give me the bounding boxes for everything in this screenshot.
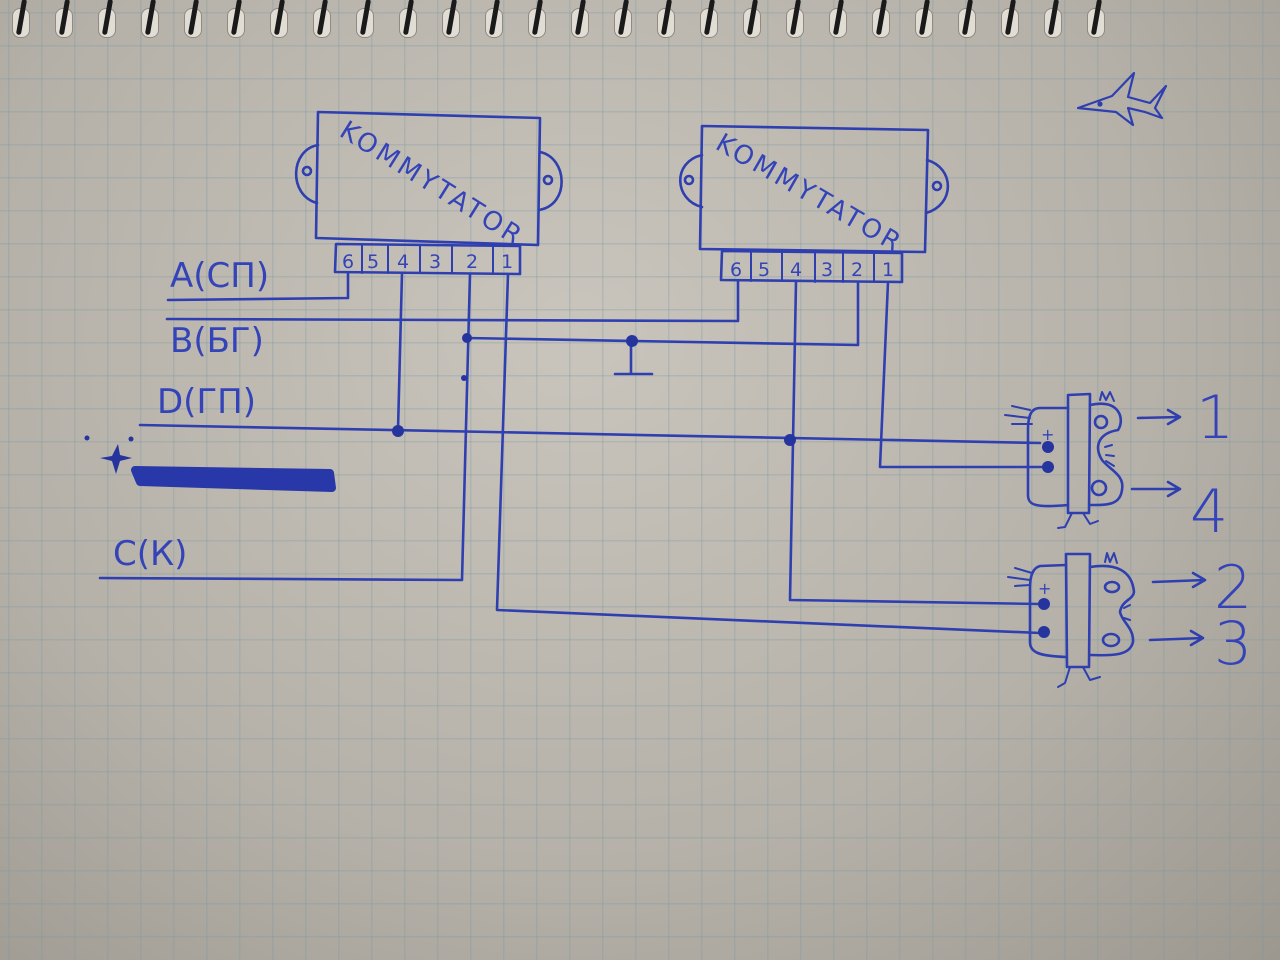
commutator-right: KOMMYTATOR 6 5 4 3 2 1 [678, 124, 950, 284]
right-pin-1: 1 [882, 259, 894, 281]
spiral-ring [872, 8, 890, 38]
shark-doodle-icon [1076, 71, 1168, 127]
star-sparkle-icon [100, 444, 132, 474]
spiral-ring [55, 8, 73, 38]
right-pin-6: 6 [730, 259, 742, 281]
plus-terminal-label: + [1041, 425, 1054, 444]
junction-node [462, 333, 472, 343]
line-a-label: A(СП) [170, 256, 269, 296]
left-pin-5: 5 [367, 251, 379, 273]
spiral-ring [12, 8, 30, 38]
plus-terminal-label: + [1038, 579, 1051, 598]
spiral-ring [1087, 8, 1105, 38]
right-pin-4: 4 [790, 259, 802, 281]
spiral-ring [829, 8, 847, 38]
device-bottom: + 2 3 [1007, 552, 1252, 688]
wire-b2 [465, 280, 860, 347]
output-1-label: 1 [1196, 383, 1234, 453]
scribbled-out-line [84, 435, 336, 492]
left-pin-6: 6 [342, 251, 354, 273]
spiral-ring [184, 8, 202, 38]
spiral-ring [141, 8, 159, 38]
spiral-ring [786, 8, 804, 38]
line-d-label: D(ГП) [157, 382, 256, 422]
spiral-ring [399, 8, 417, 38]
spiral-ring [485, 8, 503, 38]
spiral-ring [1001, 8, 1019, 38]
wire-left-pin2 [98, 272, 472, 582]
spiral-ring [270, 8, 288, 38]
spiral-ring [915, 8, 933, 38]
junction-node [626, 335, 638, 347]
wire-right-pin1 [878, 280, 1047, 469]
spiral-ring [700, 8, 718, 38]
commutator-left: KOMMYTATOR 6 5 4 3 2 1 [294, 110, 563, 276]
output-3-label: 3 [1214, 609, 1252, 679]
commutator-right-title: KOMMYTATOR [711, 128, 909, 259]
spiral-ring [657, 8, 675, 38]
wires [98, 271, 1047, 635]
spiral-ring [313, 8, 331, 38]
right-pin-5: 5 [758, 259, 770, 281]
right-pin-3: 3 [821, 259, 833, 281]
right-pin-2: 2 [851, 259, 863, 281]
spiral-ring [614, 8, 632, 38]
spiral-ring [571, 8, 589, 38]
wire-left-pin4 [396, 271, 404, 432]
output-4-label: 4 [1190, 477, 1228, 547]
commutator-left-title: KOMMYTATOR [334, 115, 529, 252]
spiral-ring [356, 8, 374, 38]
output-2-label: 2 [1214, 553, 1252, 623]
left-pin-2: 2 [466, 251, 478, 273]
wire-b [165, 279, 740, 323]
left-pin-4: 4 [397, 251, 409, 273]
junction-node [392, 425, 404, 437]
spiral-ring [528, 8, 546, 38]
notebook-spiral-binding [0, 0, 1280, 50]
spiral-ring [958, 8, 976, 38]
left-pin-3: 3 [429, 251, 441, 273]
spiral-ring [442, 8, 460, 38]
spiral-ring [98, 8, 116, 38]
line-b-label: B(БГ) [170, 321, 264, 361]
left-pin-1: 1 [501, 251, 513, 273]
junction-node [461, 375, 467, 381]
wire-left-pin1 [495, 272, 1042, 635]
spiral-ring [743, 8, 761, 38]
wire-d [138, 423, 1042, 445]
device-top: + 1 4 [1004, 383, 1234, 547]
wire-a [166, 271, 350, 302]
spiral-ring [227, 8, 245, 38]
wire-right-pin4 [788, 280, 1042, 606]
spiral-ring [1044, 8, 1062, 38]
junction-node [784, 434, 796, 446]
line-c-label: C(К) [113, 534, 187, 574]
